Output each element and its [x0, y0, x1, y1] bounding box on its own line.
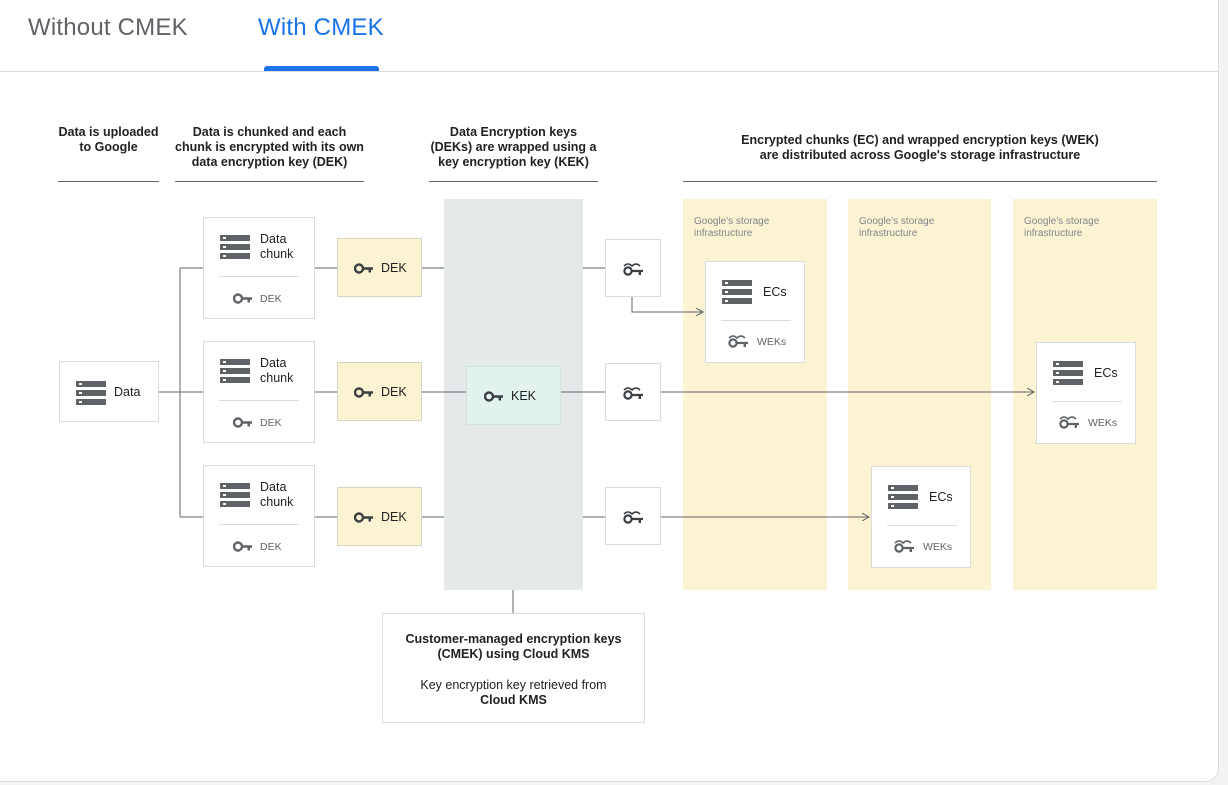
tab-with-cmek[interactable]: With CMEK: [258, 14, 384, 41]
storage-label: Google's storage infrastructure: [694, 216, 770, 239]
dek-box: DEK: [337, 362, 422, 421]
divider: [721, 320, 791, 321]
server-icon: [76, 381, 106, 405]
divider: [887, 525, 957, 526]
key-icon: [233, 417, 252, 428]
ec-label: ECs: [1094, 366, 1118, 380]
data-chunk-box: Data chunk DEK: [203, 217, 315, 319]
kek-label: KEK: [511, 389, 537, 403]
header-rule: [683, 181, 1157, 182]
header-wrap: Data Encryption keys (DEKs) are wrapped …: [430, 125, 597, 169]
dek-box: DEK: [337, 238, 422, 297]
dek-label: DEK: [381, 261, 407, 275]
wek-label: WEKs: [923, 541, 953, 553]
server-icon: [220, 235, 250, 259]
divider: [219, 276, 299, 277]
ec-storage-box: ECs WEKs: [705, 261, 805, 363]
wrapped-key-icon: [623, 387, 643, 400]
server-icon: [220, 359, 250, 383]
wrapped-key-icon: [623, 511, 643, 524]
dek-label: DEK: [260, 417, 282, 429]
tab-bar: Without CMEK With CMEK: [0, 0, 1218, 72]
divider: [1052, 401, 1122, 402]
arrow-to-storage-1: [631, 297, 703, 312]
kek-box: KEK: [466, 366, 561, 425]
ec-storage-box: ECs WEKs: [1036, 342, 1136, 444]
data-source-box: Data: [59, 361, 159, 422]
cmek-source: Cloud KMS: [480, 693, 547, 707]
active-tab-indicator: [264, 66, 379, 71]
wrapped-key-box: [605, 239, 661, 297]
cmek-diagram: Data is uploaded to Google Data is chunk…: [0, 72, 1218, 781]
ec-label: ECs: [763, 285, 787, 299]
connectors: [158, 267, 1218, 613]
ec-label: ECs: [929, 490, 953, 504]
key-icon: [354, 512, 373, 523]
key-icon: [354, 387, 373, 398]
divider: [219, 524, 299, 525]
wek-label: WEKs: [757, 336, 787, 348]
wrapped-key-icon: [894, 540, 914, 553]
header-rule: [175, 181, 364, 182]
storage-label: Google's storage infrastructure: [1024, 216, 1100, 239]
dek-label: DEK: [260, 293, 282, 305]
wek-label: WEKs: [1088, 417, 1118, 429]
server-icon: [1053, 361, 1083, 385]
wrapped-key-icon: [728, 335, 748, 348]
server-icon: [888, 485, 918, 509]
data-chunk-label: Data chunk: [260, 232, 294, 261]
ec-storage-box: ECs WEKs: [871, 466, 971, 568]
dek-box: DEK: [337, 487, 422, 546]
data-label: Data: [114, 385, 141, 399]
data-chunk-label: Data chunk: [260, 356, 294, 385]
data-chunk-box: Data chunk DEK: [203, 465, 315, 567]
dek-label: DEK: [260, 541, 282, 553]
cmek-title: Customer-managed encryption keys (CMEK) …: [405, 632, 622, 661]
data-chunk-box: Data chunk DEK: [203, 341, 315, 443]
key-icon: [233, 293, 252, 304]
header-rule: [58, 181, 159, 182]
key-icon: [233, 541, 252, 552]
tab-without-cmek[interactable]: Without CMEK: [28, 14, 188, 41]
data-chunk-label: Data chunk: [260, 480, 294, 509]
wrapped-key-box: [605, 363, 661, 421]
key-icon: [484, 391, 503, 402]
server-icon: [220, 483, 250, 507]
divider: [219, 400, 299, 401]
header-upload: Data is uploaded to Google: [58, 125, 159, 154]
header-distribute: Encrypted chunks (EC) and wrapped encryp…: [741, 133, 1099, 162]
server-icon: [722, 280, 752, 304]
key-icon: [354, 263, 373, 274]
cmek-callout: Customer-managed encryption keys (CMEK) …: [382, 613, 645, 723]
dek-label: DEK: [381, 510, 407, 524]
wrapped-key-icon: [1059, 416, 1079, 429]
dek-label: DEK: [381, 385, 407, 399]
header-rule: [429, 181, 598, 182]
wrapped-key-box: [605, 487, 661, 545]
cmek-description: Key encryption key retrieved from: [420, 678, 607, 692]
wrapped-key-icon: [623, 263, 643, 276]
storage-label: Google's storage infrastructure: [859, 216, 935, 239]
header-chunk: Data is chunked and each chunk is encryp…: [175, 125, 364, 169]
